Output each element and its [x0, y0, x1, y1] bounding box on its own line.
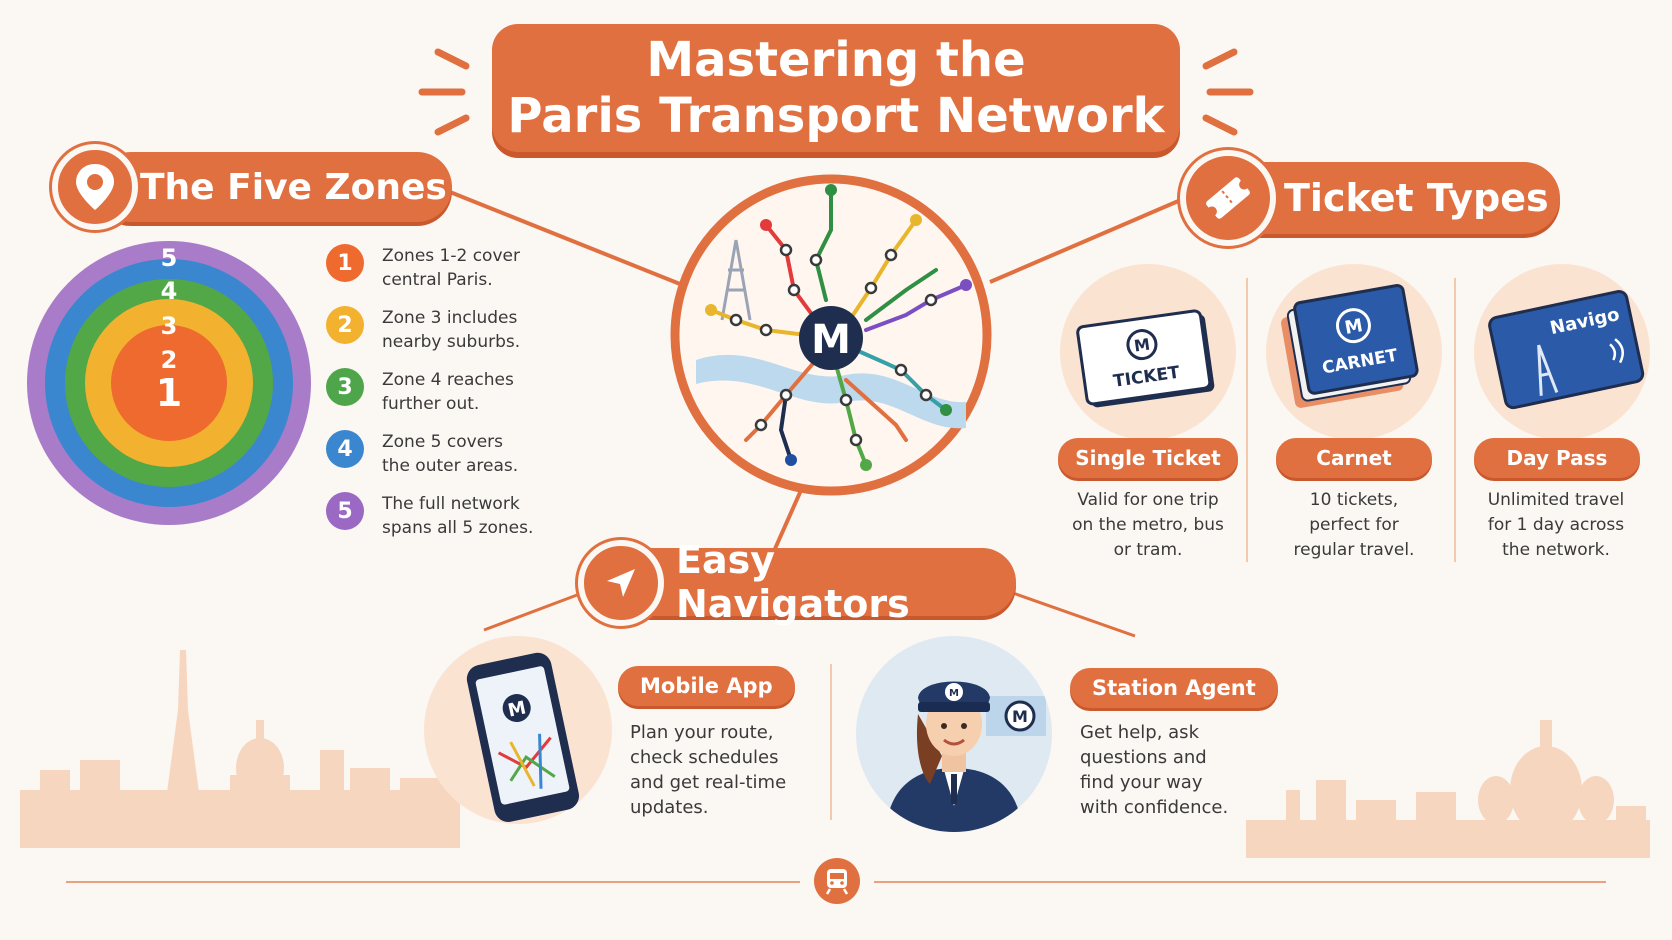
navigo-pass-image: Navigo — [1488, 290, 1645, 410]
paris-skyline-left — [20, 650, 460, 848]
ticket-description: Unlimited travel for 1 day across the ne… — [1466, 488, 1646, 563]
zones-heading-text: The Five Zones — [140, 166, 447, 208]
zone-text-line: nearby suburbs. — [382, 332, 521, 352]
zone-ring-label-3: 3 — [161, 312, 178, 340]
zone-text-line: further out. — [382, 394, 480, 414]
tickets-heading: Ticket Types — [1220, 162, 1560, 234]
mobile-app-label: Mobile App — [618, 666, 795, 706]
ticket-description: Valid for one trip on the metro, bus or … — [1058, 488, 1238, 563]
zone-list-item: 5 The full network spans all 5 zones. — [326, 492, 566, 554]
zones-list: 1 Zones 1-2 cover central Paris. 2 Zone 3… — [326, 244, 566, 554]
zone-list-item: 2 Zone 3 includes nearby suburbs. — [326, 306, 566, 368]
ticket-desc-line: Valid for one trip — [1077, 490, 1219, 510]
zone-text-line: Zone 3 includes — [382, 308, 518, 328]
train-icon — [814, 858, 860, 904]
nav-desc-line: find your way — [1080, 772, 1203, 793]
zone-text-line: the outer areas. — [382, 456, 519, 476]
svg-text:M: M — [1133, 335, 1151, 356]
ticket-desc-line: or tram. — [1113, 540, 1183, 560]
nav-desc-line: Get help, ask — [1080, 722, 1199, 743]
zone-list-item: 4 Zone 5 covers the outer areas. — [326, 430, 566, 492]
nav-desc-line: check schedules — [630, 747, 779, 768]
ticket-card-carnet: M CARNET Carnet 10 tickets, perfect for … — [1266, 264, 1442, 560]
ticket-desc-line: regular travel. — [1293, 540, 1415, 560]
zone-text-line: spans all 5 zones. — [382, 518, 534, 538]
zones-heading: The Five Zones — [96, 152, 452, 222]
ticket-desc-line: the network. — [1502, 540, 1610, 560]
ticket-card-daypass: Navigo Day Pass Unlimited travel for 1 d… — [1474, 264, 1650, 560]
ticket-icon — [1180, 150, 1276, 246]
ticket-label: Day Pass — [1474, 438, 1640, 478]
tickets-heading-text: Ticket Types — [1284, 176, 1549, 220]
ticket-desc-line: 10 tickets, — [1309, 490, 1399, 510]
divider — [830, 664, 832, 820]
ticket-desc-line: Unlimited travel — [1487, 490, 1625, 510]
ticket-desc-line: perfect for — [1309, 515, 1399, 535]
single-ticket-image: M TICKET — [1076, 309, 1215, 408]
zone-rings: 5 4 3 2 1 — [27, 241, 311, 525]
title-line-1: Mastering the — [646, 32, 1026, 88]
metro-logo-letter: M — [811, 317, 851, 363]
navigators-heading: Easy Navigators — [612, 538, 1016, 626]
svg-text:M: M — [1012, 707, 1028, 726]
eiffel-tower-icon — [720, 239, 752, 321]
zone-ring-label-5: 5 — [161, 244, 178, 272]
ticket-card-single: M TICKET Single Ticket Valid for one tri… — [1058, 264, 1238, 560]
nav-desc-line: Plan your route, — [630, 722, 774, 743]
divider — [1246, 278, 1248, 562]
ticket-desc-line: for 1 day across — [1487, 515, 1625, 535]
zone-text-line: Zone 5 covers — [382, 432, 504, 452]
station-agent-icon: M M — [886, 681, 1046, 832]
zone-ring-label-4: 4 — [161, 277, 178, 305]
zone-ring-label-1: 1 — [156, 371, 182, 415]
ticket-desc-line: on the metro, bus — [1072, 515, 1224, 535]
nav-desc-line: with confidence. — [1080, 797, 1229, 818]
location-pin-icon — [52, 144, 138, 230]
zone-number-badge: 1 — [326, 244, 364, 282]
zone-text-line: Zone 4 reaches — [382, 370, 514, 390]
nav-desc-line: questions and — [1080, 747, 1207, 768]
nav-desc-line: and get real-time — [630, 772, 787, 793]
svg-text:M: M — [949, 688, 959, 699]
ticket-label: Single Ticket — [1058, 438, 1238, 478]
zone-list-item: 3 Zone 4 reaches further out. — [326, 368, 566, 430]
zone-list-item: 1 Zones 1-2 cover central Paris. — [326, 244, 566, 306]
zone-text-line: Zones 1-2 cover — [382, 246, 520, 266]
ticket-description: 10 tickets, perfect for regular travel. — [1266, 488, 1442, 563]
zone-number-badge: 5 — [326, 492, 364, 530]
zone-number-badge: 3 — [326, 368, 364, 406]
navigation-arrow-icon — [578, 540, 664, 626]
nav-desc-line: updates. — [630, 797, 709, 818]
phone-icon: M — [466, 652, 580, 822]
paris-skyline-right — [1246, 720, 1650, 858]
zone-text-line: The full network — [382, 494, 520, 514]
title-banner: Mastering the Paris Transport Network — [492, 24, 1180, 152]
station-agent-description: Get help, ask questions and find your wa… — [1080, 720, 1280, 820]
divider — [1454, 278, 1456, 562]
svg-text:M: M — [506, 697, 528, 721]
ticket-label: Carnet — [1276, 438, 1432, 478]
carnet-image: M CARNET — [1281, 283, 1419, 408]
mobile-app-description: Plan your route, check schedules and get… — [630, 720, 830, 820]
station-agent-label: Station Agent — [1070, 668, 1278, 708]
zone-number-badge: 2 — [326, 306, 364, 344]
zone-text-line: central Paris. — [382, 270, 493, 290]
station-agent-image: M M — [856, 636, 1052, 832]
metro-map-hub: M — [670, 174, 992, 496]
title-line-2: Paris Transport Network — [507, 88, 1165, 144]
zone-number-badge: 4 — [326, 430, 364, 468]
navigators-heading-text: Easy Navigators — [676, 538, 910, 626]
svg-text:M: M — [1343, 315, 1364, 339]
zone-ring-label-2: 2 — [161, 346, 178, 374]
